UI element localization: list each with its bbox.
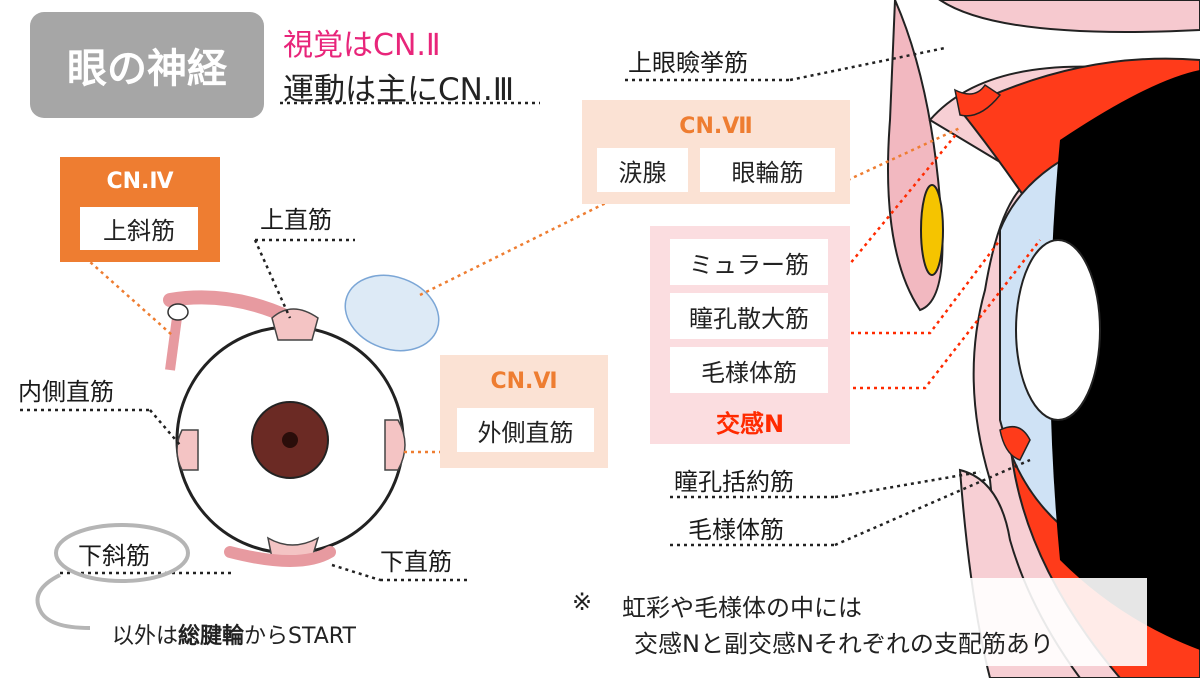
superior-rectus-label: 上直筋 [260, 206, 332, 234]
origin-suffix: からSTART [244, 624, 356, 649]
cn4-panel: CN.Ⅳ 上斜筋 [60, 157, 220, 262]
cn7-panel: CN.Ⅶ 涙腺 眼輪筋 [582, 100, 850, 204]
footnote-box: ※ 虹彩や毛様体の中には 交感Nと副交感Nそれぞれの支配筋あり [572, 578, 1147, 666]
medial-rectus-label: 内側直筋 [18, 378, 114, 406]
cn6-panel: CN.Ⅵ 外側直筋 [440, 355, 608, 468]
footnote-line2: 交感Nと副交感Nそれぞれの支配筋あり [634, 630, 1054, 658]
label-leader-lines [20, 46, 1031, 582]
origin-note: 以外は総腱輪からSTART [112, 618, 356, 650]
highlight-loop [35, 523, 190, 630]
inferior-rectus-label: 下直筋 [380, 548, 452, 576]
muller-muscle-label: ミュラー筋 [670, 239, 828, 285]
inferior-oblique-label: 下斜筋 [78, 542, 150, 570]
origin-annulus: 総腱輪 [178, 624, 245, 649]
ciliary-muscle-label: 毛様体筋 [688, 516, 784, 544]
origin-prefix: 以外は [112, 624, 179, 649]
superior-oblique-label: 上斜筋 [80, 207, 198, 250]
sympathetic-nerve-label: 交感N [715, 410, 785, 438]
sphincter-pupillae-label: 瞳孔括約筋 [674, 468, 794, 496]
lacrimal-gland-label: 涙腺 [597, 148, 688, 192]
cn-leader-lines [79, 126, 961, 454]
levator-palpebrae-label: 上眼瞼挙筋 [628, 49, 748, 77]
orbicularis-oculi-label: 眼輪筋 [700, 148, 835, 192]
vision-note: 視覚はCN.Ⅱ [283, 28, 441, 63]
lacrimal-gland-shape [344, 274, 440, 352]
motor-note: 運動は主にCN.Ⅲ [283, 72, 515, 108]
cn7-heading: CN.Ⅶ [679, 114, 753, 139]
cn6-heading: CN.Ⅵ [490, 369, 558, 394]
footnote-mark: ※ [572, 588, 593, 616]
eye-cross-section [887, 0, 1200, 678]
ciliary-muscle-sympathetic-label: 毛様体筋 [670, 347, 828, 393]
footnote-line1: 虹彩や毛様体の中には [622, 594, 862, 622]
sympathetic-panel: ミュラー筋 瞳孔散大筋 毛様体筋 交感N [650, 226, 850, 444]
dilator-pupillae-label: 瞳孔散大筋 [670, 293, 828, 339]
eyeball-front [163, 290, 406, 567]
cn4-heading: CN.Ⅳ [106, 169, 174, 194]
lateral-rectus-label: 外側直筋 [457, 408, 594, 452]
page-title: 眼の神経 [30, 12, 264, 118]
